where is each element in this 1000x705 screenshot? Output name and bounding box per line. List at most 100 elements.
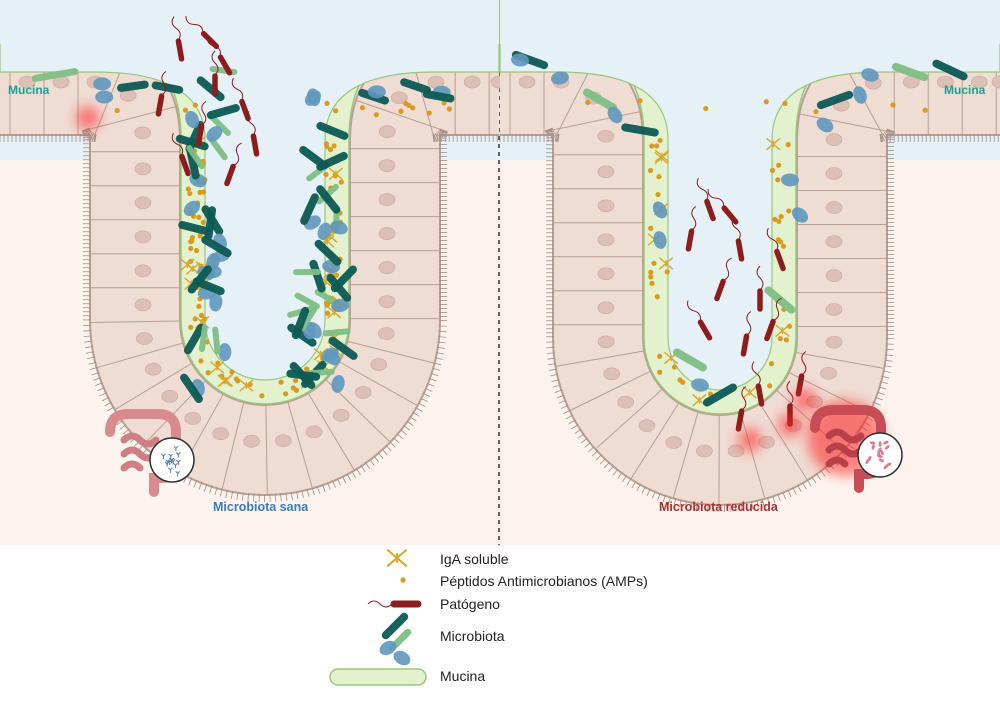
amp-dot — [201, 220, 206, 225]
cell-nucleus — [826, 236, 842, 248]
inflammation-glow — [793, 388, 817, 412]
cell-nucleus — [275, 435, 291, 447]
amp-dot — [764, 99, 769, 104]
cell-nucleus — [379, 194, 395, 206]
amp-dot — [199, 313, 204, 318]
amp-dot — [331, 143, 336, 148]
amp-dot — [324, 101, 329, 106]
amp-dot — [648, 168, 653, 173]
microbe-rod-green — [202, 327, 205, 349]
inflammation-glow — [738, 428, 762, 452]
pathogen-body — [738, 411, 741, 429]
amp-dot — [325, 311, 330, 316]
cell-nucleus — [519, 76, 535, 88]
cell-nucleus — [618, 396, 634, 408]
cell-nucleus — [598, 268, 614, 280]
left-lumen-top — [0, 0, 499, 44]
amp-dot — [665, 269, 670, 274]
microbe-coccus — [95, 91, 113, 104]
microbe-rod-dark — [121, 85, 145, 88]
cell-nucleus — [598, 302, 614, 314]
cell-nucleus — [379, 228, 395, 240]
cell-nucleus — [598, 336, 614, 348]
cell-nucleus — [379, 126, 395, 138]
cell-nucleus — [464, 76, 480, 88]
cell-nucleus — [379, 262, 395, 274]
microbe-rod-green — [215, 330, 217, 352]
amp-dot — [776, 237, 781, 242]
microvillus — [83, 331, 91, 332]
amp-dot — [782, 101, 787, 106]
cell-nucleus — [135, 231, 151, 243]
cell-nucleus — [244, 435, 260, 447]
pathogen-body — [253, 136, 256, 154]
amp-dot — [186, 186, 191, 191]
cell-nucleus — [696, 445, 712, 457]
legend-label-iga: IgA soluble — [440, 551, 509, 567]
amp-dot — [672, 364, 677, 369]
amp-dot — [923, 108, 928, 113]
microbe-coccus — [93, 77, 111, 90]
pathogen-body — [198, 126, 201, 144]
amp-dot — [779, 214, 784, 219]
amp-dot — [229, 369, 234, 374]
right-lumen-top — [500, 0, 1000, 44]
cell-nucleus — [136, 333, 152, 345]
amp-dot — [770, 168, 775, 173]
amp-dot — [648, 226, 653, 231]
amp-dot — [655, 192, 660, 197]
amp-dot — [374, 112, 379, 117]
pathogen-body — [688, 231, 691, 249]
cell-nucleus — [135, 265, 151, 277]
amp-dot — [447, 106, 452, 111]
magnifier-circle-icon — [858, 433, 902, 477]
amp-dot — [778, 336, 783, 341]
pathogen-body — [178, 41, 181, 59]
cell-nucleus — [666, 436, 682, 448]
pathogen-body — [743, 336, 746, 354]
panel-label-healthy: Microbiota sana — [213, 500, 308, 514]
cell-nucleus — [135, 197, 151, 209]
amp-dot — [196, 215, 201, 220]
amp-dot — [193, 103, 198, 108]
inflammation-glow — [76, 106, 100, 130]
mucus-layer-icon — [330, 669, 426, 685]
cell-nucleus — [821, 367, 837, 379]
amp-dot — [324, 144, 329, 149]
amp-dot — [651, 261, 656, 266]
microbe-rod-green — [326, 331, 348, 333]
cell-nucleus — [598, 166, 614, 178]
amp-dot — [398, 109, 403, 114]
cell-nucleus — [355, 386, 371, 398]
cell-nucleus — [333, 409, 349, 421]
microbe-rod-dark — [427, 94, 451, 98]
amp-dot — [400, 577, 405, 582]
cell-nucleus — [826, 202, 842, 214]
amp-dot — [294, 388, 299, 393]
amp-dot — [187, 191, 192, 196]
cell-nucleus — [378, 328, 394, 340]
amp-dot — [649, 281, 654, 286]
cell-nucleus — [162, 390, 178, 402]
panel-label-reduced: Microbiota reducida — [659, 500, 778, 514]
amp-dot — [813, 109, 818, 114]
cell-nucleus — [135, 163, 151, 175]
cell-nucleus — [598, 130, 614, 142]
cell-nucleus — [379, 296, 395, 308]
amp-dot — [333, 108, 338, 113]
amp-dot — [677, 377, 682, 382]
legend-label-amp: Péptidos Antimicrobianos (AMPs) — [440, 573, 648, 589]
amp-dot — [654, 143, 659, 148]
cell-nucleus — [371, 359, 387, 371]
cell-nucleus — [826, 270, 842, 282]
amp-dot-icon — [400, 577, 405, 582]
amp-dot — [410, 105, 415, 110]
amp-dot — [703, 106, 708, 111]
amp-dot — [323, 172, 328, 177]
amp-dot — [339, 180, 344, 185]
amp-dot — [188, 325, 193, 330]
amp-dot — [115, 108, 120, 113]
amp-dot — [360, 105, 365, 110]
pathogen-body — [758, 386, 761, 404]
